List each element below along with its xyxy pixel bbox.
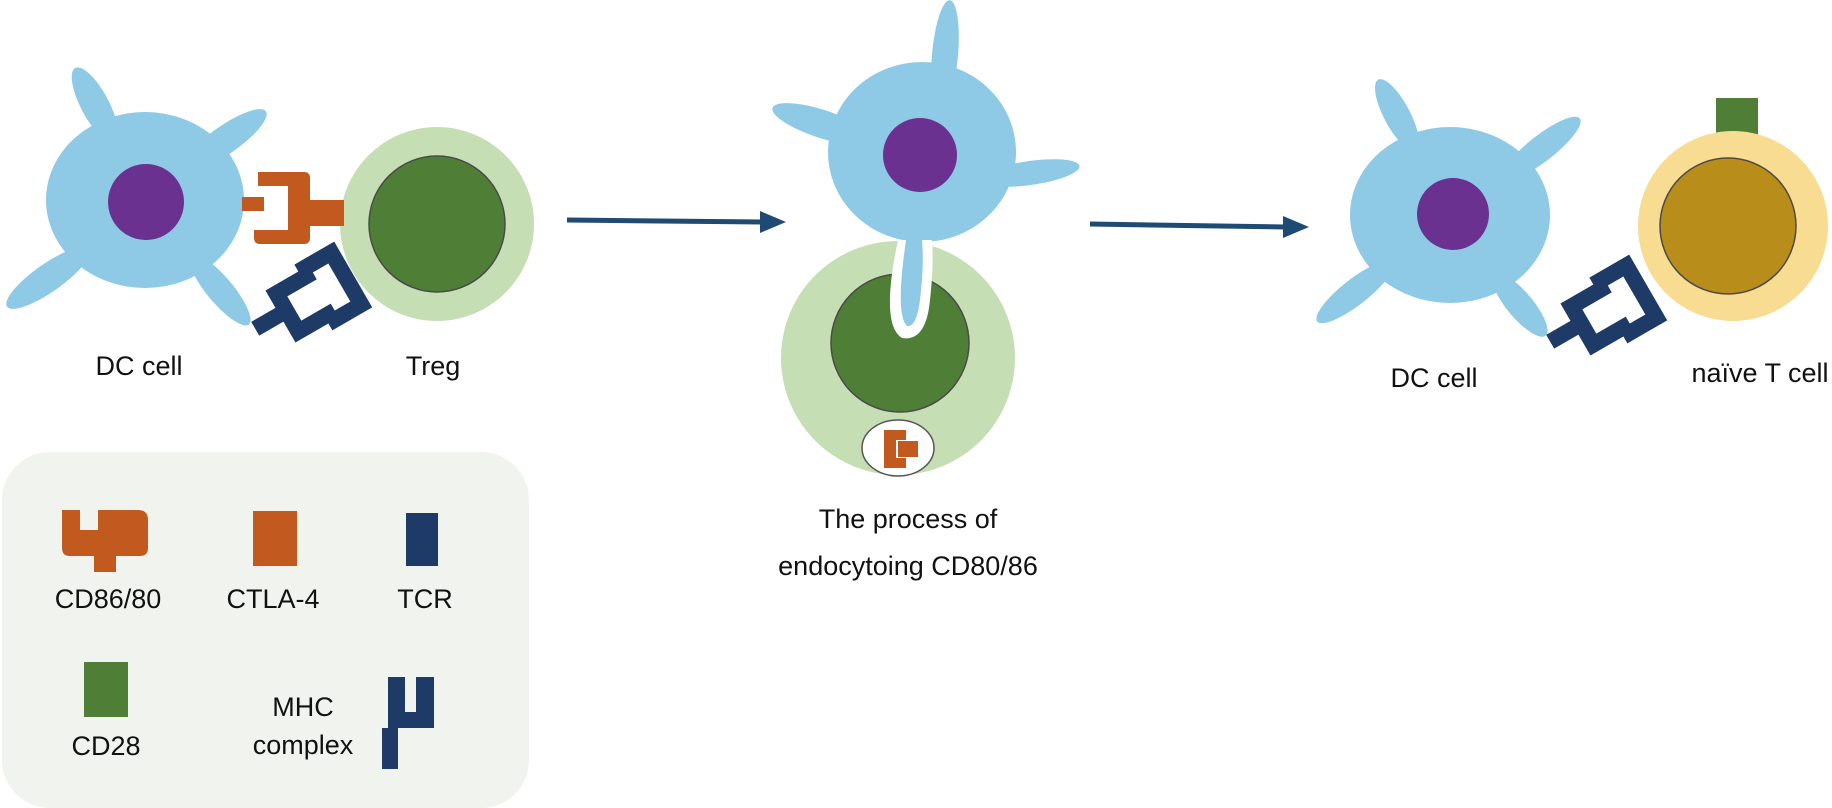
tcr-icon bbox=[406, 513, 438, 566]
cd86-80-icon bbox=[62, 510, 148, 572]
treg-label: Treg bbox=[406, 351, 461, 381]
middle-caption-line1: The process of bbox=[819, 504, 998, 534]
legend-cd86-80-label: CD86/80 bbox=[55, 584, 162, 614]
left-cd86-ctla4-binding bbox=[242, 172, 344, 244]
treg-nucleus bbox=[368, 155, 506, 293]
naive-nucleus bbox=[1659, 157, 1797, 295]
legend-ctla4-label: CTLA-4 bbox=[226, 584, 319, 614]
mhc-complex-icon bbox=[382, 677, 434, 769]
ctla4-icon bbox=[253, 511, 297, 566]
cd86-stalk bbox=[242, 197, 264, 211]
left-dc-cell bbox=[6, 67, 267, 326]
endocytic-vesicle bbox=[861, 419, 935, 477]
dc-extension bbox=[900, 240, 923, 327]
legend-mhc-label-line2: complex bbox=[253, 730, 354, 760]
legend-cd28-label: CD28 bbox=[71, 731, 140, 761]
middle-treg-cell bbox=[781, 241, 1015, 477]
middle-caption-line2: endocytoing CD80/86 bbox=[778, 551, 1038, 581]
left-treg-cell bbox=[340, 127, 534, 321]
dc-nucleus bbox=[883, 118, 957, 192]
arrow-left-to-middle bbox=[566, 211, 786, 233]
dc-nucleus bbox=[1417, 178, 1489, 250]
left-tcr-mhc-binding bbox=[251, 241, 373, 343]
right-dc-cell bbox=[1316, 79, 1581, 337]
naive-t-cell bbox=[1638, 98, 1828, 321]
naive-t-cell-label: naïve T cell bbox=[1691, 358, 1828, 388]
middle-dc-cell bbox=[772, 0, 1080, 339]
ctla4-shape bbox=[292, 200, 344, 226]
right-tcr-mhc-binding bbox=[1546, 254, 1668, 356]
legend-tcr-label: TCR bbox=[397, 584, 453, 614]
left-dc-label: DC cell bbox=[95, 351, 182, 381]
dc-nucleus bbox=[108, 164, 184, 240]
right-dc-label: DC cell bbox=[1390, 363, 1477, 393]
cd28-icon bbox=[84, 662, 128, 717]
legend-mhc-label-line1: MHC bbox=[272, 692, 334, 722]
arrow-middle-to-right bbox=[1089, 216, 1309, 238]
legend: CD86/80 CTLA-4 TCR CD28 MHC complex bbox=[2, 452, 529, 808]
